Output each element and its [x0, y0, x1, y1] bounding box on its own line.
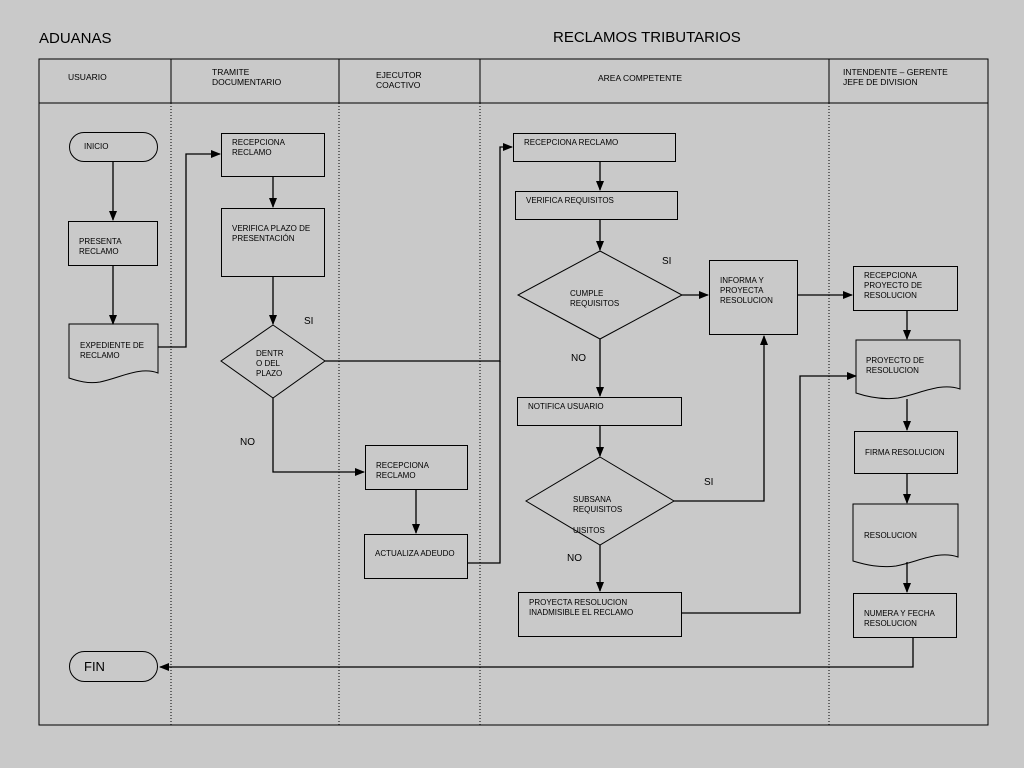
proyecto-res-shape	[855, 339, 961, 400]
actualiza-adeudo-box: ACTUALIZA ADEUDO	[364, 534, 468, 579]
verifica-requisitos-box: VERIFICA REQUISITOS	[515, 191, 678, 220]
ig-recepciona-proyecto-box: RECEPCIONA PROYECTO DE RESOLUCION	[853, 266, 958, 311]
subsana-requisitos-label: SUBSANA REQUISITOS	[573, 495, 623, 514]
dentro-plazo-label: DENTR O DEL PLAZO	[256, 349, 284, 378]
lane-ejecutor-coactivo: EJECUTOR COACTIVO	[376, 70, 422, 90]
subsana-overflow-text: UISITOS	[573, 526, 605, 535]
lane-usuario: USUARIO	[68, 72, 107, 82]
expediente-reclamo-label: EXPEDIENTE DE RECLAMO	[80, 341, 145, 360]
lane-tramite-documentario: TRAMITE DOCUMENTARIO	[212, 67, 282, 87]
edge-label-cumple-no: NO	[571, 353, 586, 364]
title-aduanas: ADUANAS	[39, 30, 112, 47]
resolucion-label: RESOLUCION	[864, 531, 917, 540]
presenta-reclamo-box: PRESENTA RECLAMO	[68, 221, 158, 266]
notifica-usuario-box: NOTIFICA USUARIO	[517, 397, 682, 426]
proyecto-resolucion-label: PROYECTO DE RESOLUCION	[866, 356, 925, 375]
numera-fecha-box: NUMERA Y FECHA RESOLUCION	[853, 593, 957, 638]
edge-label-plazo-no: NO	[240, 437, 255, 448]
cumple-requisitos-label: CUMPLE REQUISITOS	[570, 289, 620, 308]
proyecta-inadmisible-box: PROYECTA RESOLUCION INADMISIBLE EL RECLA…	[518, 592, 682, 637]
start-inicio: INICIO	[69, 132, 158, 162]
edge-label-subsana-no: NO	[567, 553, 582, 564]
resolucion-shape	[852, 503, 959, 568]
firma-resolucion-box: FIRMA RESOLUCION	[854, 431, 958, 474]
lane-area-competente: AREA COMPETENTE	[598, 73, 683, 83]
verifica-plazo-box: VERIFICA PLAZO DE PRESENTACIÓN	[221, 208, 325, 277]
swimlane-frame	[38, 58, 989, 726]
edge-label-plazo-si: SI	[304, 316, 314, 327]
lane-intendente-gerente: INTENDENTE – GERENTE JEFE DE DIVISION	[843, 67, 948, 87]
edge-label-subsana-si: SI	[704, 477, 714, 488]
ac-recepciona-reclamo-box: RECEPCIONA RECLAMO	[513, 133, 676, 162]
title-reclamos-tributarios: RECLAMOS TRIBUTARIOS	[553, 29, 741, 46]
td-recepciona-reclamo-box: RECEPCIONA RECLAMO	[221, 133, 325, 177]
expediente-shape	[68, 323, 159, 384]
informa-proyecta-box: INFORMA Y PROYECTA RESOLUCION	[709, 260, 798, 335]
edge-label-cumple-si: SI	[662, 256, 672, 267]
end-fin: FIN	[69, 651, 158, 682]
ec-recepciona-reclamo-box: RECEPCIONA RECLAMO	[365, 445, 468, 490]
